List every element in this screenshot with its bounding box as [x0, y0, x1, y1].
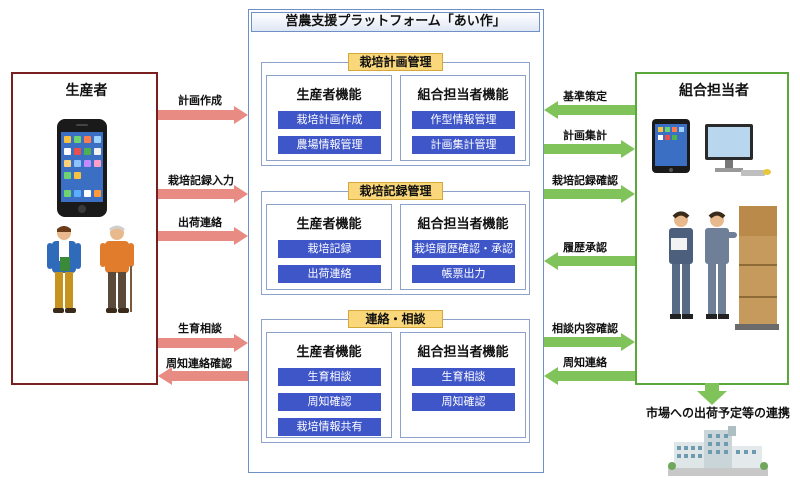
producer-panel: 生産者 — [11, 72, 158, 385]
arrow-label-growth-consult: 生育相談 — [178, 322, 222, 335]
arrow-label-record-input: 栽培記録入力 — [168, 174, 234, 187]
func-crop-type-info[interactable]: 作型情報管理 — [412, 111, 515, 129]
arrow-label-shipment-notice: 出荷連絡 — [178, 216, 222, 229]
func-notice-confirm[interactable]: 周知確認 — [278, 393, 381, 411]
func-history-approve[interactable]: 栽培履歴確認・承認 — [412, 240, 515, 258]
arrow-label-history-approve: 履歴承認 — [563, 241, 607, 254]
func-cultivation-share[interactable]: 栽培情報共有 — [278, 418, 381, 436]
arrow-label-consult-check: 相談内容確認 — [552, 322, 618, 335]
func-plan-aggregate[interactable]: 計画集計管理 — [412, 136, 515, 154]
right-arrow-icon — [158, 106, 248, 124]
producer-func-title: 生産者機能 — [296, 88, 362, 103]
market-building-icon — [668, 426, 768, 476]
left-arrow-icon — [158, 367, 248, 385]
coop-panel: 組合担当者 — [635, 72, 789, 385]
func-growth-consult-coop[interactable]: 生育相談 — [412, 368, 515, 386]
func-cultivation-record[interactable]: 栽培記録 — [278, 240, 381, 258]
producer-func-title: 生産者機能 — [296, 217, 362, 232]
market-label: 市場への出荷予定等の連携 — [645, 406, 790, 420]
right-arrow-icon — [158, 334, 248, 352]
left-arrow-icon — [544, 101, 635, 119]
arrow-label-standard-setting: 基準策定 — [563, 90, 607, 103]
arrow-label-plan-aggregate: 計画集計 — [563, 129, 607, 142]
right-arrow-icon — [544, 185, 635, 203]
section-cultivation-record: 生産者機能 栽培記録 出荷連絡 組合担当者機能 栽培履歴確認・承認 帳票出力 — [261, 191, 530, 295]
coop-func-title: 組合担当者機能 — [417, 345, 509, 360]
producer-func-box: 生産者機能 栽培計画作成 農場情報管理 — [266, 75, 392, 161]
coop-func-box: 組合担当者機能 生育相談 周知確認 — [400, 332, 526, 438]
func-notice-confirm-coop[interactable]: 周知確認 — [412, 393, 515, 411]
arrow-label-notice-confirm: 周知連絡確認 — [166, 357, 232, 370]
platform-panel: 営農支援プラットフォーム「あい作」 生産者機能 栽培計画作成 農場情報管理 組合… — [248, 9, 544, 473]
desktop-icon — [705, 124, 771, 176]
coop-func-box: 組合担当者機能 栽培履歴確認・承認 帳票出力 — [400, 204, 526, 290]
arrow-label-notice: 周知連絡 — [563, 356, 607, 369]
func-farm-info[interactable]: 農場情報管理 — [278, 136, 381, 154]
tablet-icon — [652, 119, 690, 173]
producer-func-title: 生産者機能 — [296, 345, 362, 360]
func-report-output[interactable]: 帳票出力 — [412, 265, 515, 283]
coop-func-box: 組合担当者機能 作型情報管理 計画集計管理 — [400, 75, 526, 161]
right-arrow-icon — [158, 185, 248, 203]
producer-title: 生産者 — [65, 83, 108, 99]
section-header-contact-consult: 連絡・相談 — [348, 310, 443, 328]
section-cultivation-plan: 生産者機能 栽培計画作成 農場情報管理 組合担当者機能 作型情報管理 計画集計管… — [261, 62, 530, 166]
farmer-young-icon — [47, 226, 81, 313]
left-arrow-icon — [544, 252, 635, 270]
coop-title: 組合担当者 — [679, 83, 749, 99]
coop-func-title: 組合担当者機能 — [417, 217, 509, 232]
arrow-label-record-check: 栽培記録確認 — [552, 174, 618, 187]
producer-func-box: 生産者機能 栽培記録 出荷連絡 — [266, 204, 392, 290]
coop-staff-icon — [669, 206, 779, 330]
right-arrow-icon — [158, 227, 248, 245]
func-growth-consult[interactable]: 生育相談 — [278, 368, 381, 386]
left-arrow-icon — [544, 367, 635, 385]
right-arrow-icon — [544, 333, 635, 351]
platform-title: 営農支援プラットフォーム「あい作」 — [251, 12, 540, 32]
right-arrow-icon — [544, 140, 635, 158]
func-cultivation-plan-create[interactable]: 栽培計画作成 — [278, 111, 381, 129]
section-header-cultivation-plan: 栽培計画管理 — [348, 53, 443, 71]
arrow-label-plan-create: 計画作成 — [178, 94, 222, 107]
func-shipment-notice[interactable]: 出荷連絡 — [278, 265, 381, 283]
smartphone-icon — [57, 119, 107, 217]
section-header-cultivation-record: 栽培記録管理 — [348, 182, 443, 200]
producer-func-box: 生産者機能 生育相談 周知確認 栽培情報共有 — [266, 332, 392, 438]
coop-func-title: 組合担当者機能 — [417, 88, 509, 103]
down-arrow-icon — [697, 383, 727, 405]
farmer-elder-icon — [100, 225, 134, 313]
section-contact-consult: 生産者機能 生育相談 周知確認 栽培情報共有 組合担当者機能 生育相談 周知確認 — [261, 319, 530, 443]
